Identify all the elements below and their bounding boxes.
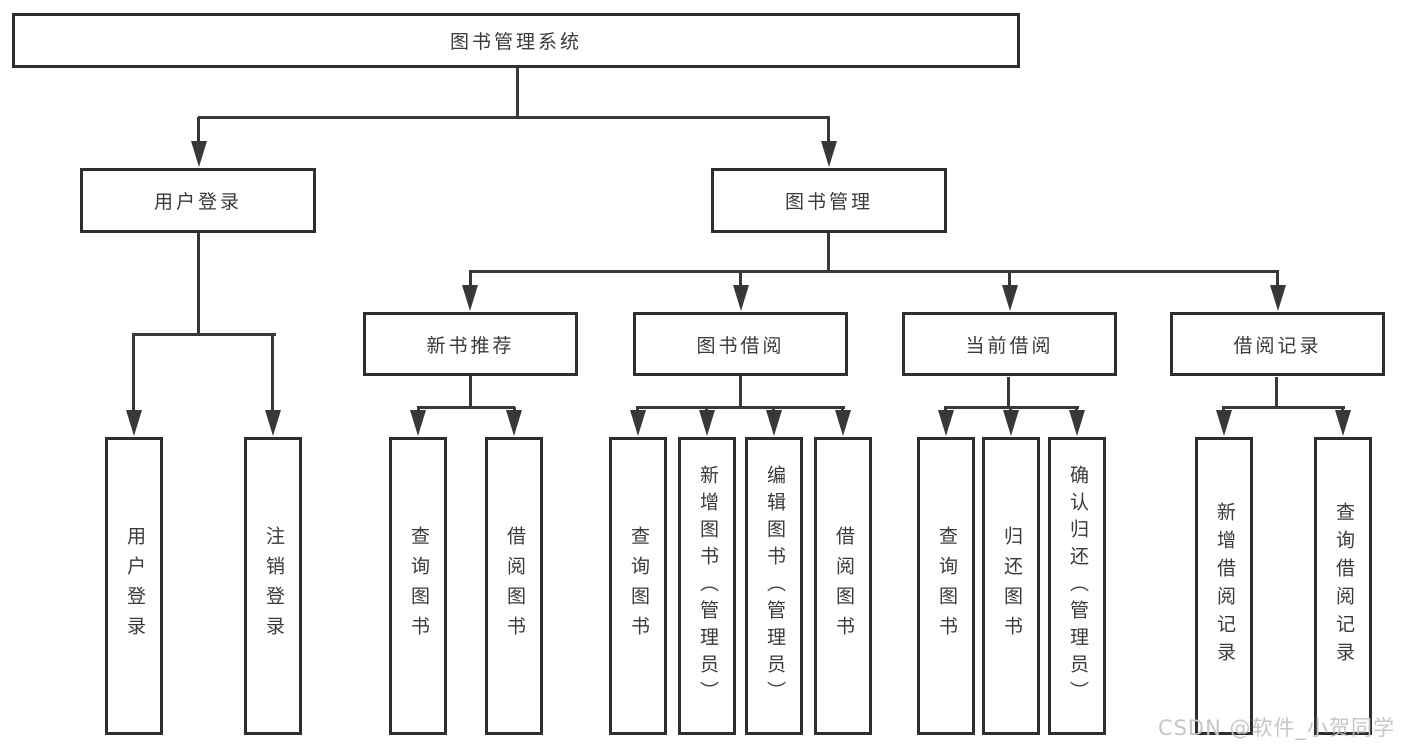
arrow-down-icon (1003, 410, 1019, 436)
leaf-current-return-label: 归还图书 (1000, 526, 1023, 646)
arrow-down-icon (630, 410, 646, 436)
arrow-down-icon (462, 285, 478, 311)
arrow-down-icon (191, 141, 207, 167)
connector-line (132, 334, 135, 412)
node-user-login: 用户登录 (80, 168, 316, 233)
connector-line (516, 68, 519, 118)
leaf-record-query-label: 查询借阅记录 (1332, 502, 1355, 670)
node-book-management: 图书管理 (711, 168, 947, 233)
node-book-management-label: 图书管理 (784, 191, 873, 213)
arrow-down-icon (821, 141, 837, 167)
node-borrow-record: 借阅记录 (1170, 312, 1385, 376)
leaf-current-return: 归还图书 (982, 437, 1040, 735)
leaf-user-login-label: 用户登录 (123, 526, 146, 646)
csdn-watermark: CSDN @软件_小贺同学 (1157, 716, 1395, 740)
arrow-down-icon (1216, 410, 1232, 436)
leaf-borrow-add-admin-label: 新增图书（管理员） (696, 464, 719, 708)
arrow-down-icon (733, 285, 749, 311)
leaf-current-confirm-admin-label: 确认归还（管理员） (1066, 464, 1089, 708)
node-book-borrow: 图书借阅 (633, 312, 848, 376)
leaf-borrow-edit-admin: 编辑图书（管理员） (745, 437, 803, 735)
arrow-down-icon (1335, 410, 1351, 436)
node-user-login-label: 用户登录 (153, 191, 242, 213)
arrow-down-icon (1069, 410, 1085, 436)
leaf-borrow-book: 借阅图书 (814, 437, 872, 735)
arrow-down-icon (938, 410, 954, 436)
leaf-current-confirm-admin: 确认归还（管理员） (1048, 437, 1106, 735)
arrow-down-icon (265, 410, 281, 436)
connector-line (1275, 377, 1278, 409)
connector-line (132, 333, 276, 336)
connector-line (198, 116, 830, 119)
leaf-current-query: 查询图书 (917, 437, 975, 735)
leaf-logout: 注销登录 (244, 437, 302, 735)
leaf-newbook-query-label: 查询图书 (407, 526, 430, 646)
connector-line (271, 334, 274, 412)
leaf-borrow-query: 查询图书 (609, 437, 667, 735)
leaf-record-add: 新增借阅记录 (1195, 437, 1253, 735)
arrow-down-icon (1002, 285, 1018, 311)
connector-line (739, 271, 742, 289)
connector-line (469, 376, 472, 409)
leaf-user-login: 用户登录 (105, 437, 163, 735)
connector-line (636, 406, 845, 409)
arrow-down-icon (410, 410, 426, 436)
leaf-borrow-add-admin: 新增图书（管理员） (678, 437, 736, 735)
connector-line (197, 117, 200, 147)
node-current-borrow: 当前借阅 (902, 312, 1117, 376)
leaf-borrow-query-label: 查询图书 (627, 526, 650, 646)
connector-line (417, 406, 515, 409)
node-root-label: 图书管理系统 (449, 31, 582, 53)
connector-line (1008, 271, 1011, 289)
leaf-current-query-label: 查询图书 (935, 526, 958, 646)
connector-line (827, 233, 830, 273)
node-root: 图书管理系统 (12, 13, 1020, 68)
arrow-down-icon (126, 410, 142, 436)
arrow-down-icon (699, 410, 715, 436)
leaf-record-query: 查询借阅记录 (1314, 437, 1372, 735)
leaf-newbook-borrow-label: 借阅图书 (503, 526, 526, 646)
connector-line (1222, 406, 1345, 409)
connector-line (197, 233, 200, 335)
connector-line (1276, 271, 1279, 289)
leaf-record-add-label: 新增借阅记录 (1213, 502, 1236, 670)
node-new-book-recommend-label: 新书推荐 (426, 334, 515, 357)
node-borrow-record-label: 借阅记录 (1233, 334, 1322, 357)
leaf-newbook-query: 查询图书 (389, 437, 447, 735)
connector-line (1007, 377, 1010, 409)
connector-line (469, 270, 1279, 273)
leaf-logout-label: 注销登录 (262, 526, 285, 646)
arrow-down-icon (506, 410, 522, 436)
arrow-down-icon (835, 410, 851, 436)
node-new-book-recommend: 新书推荐 (363, 312, 578, 376)
arrow-down-icon (766, 410, 782, 436)
leaf-borrow-book-label: 借阅图书 (832, 526, 855, 646)
connector-line (827, 117, 830, 147)
connector-line (469, 271, 472, 289)
connector-line (739, 376, 742, 409)
node-current-borrow-label: 当前借阅 (965, 334, 1054, 357)
leaf-borrow-edit-admin-label: 编辑图书（管理员） (763, 464, 786, 708)
arrow-down-icon (1270, 285, 1286, 311)
leaf-newbook-borrow: 借阅图书 (485, 437, 543, 735)
node-book-borrow-label: 图书借阅 (696, 334, 785, 357)
